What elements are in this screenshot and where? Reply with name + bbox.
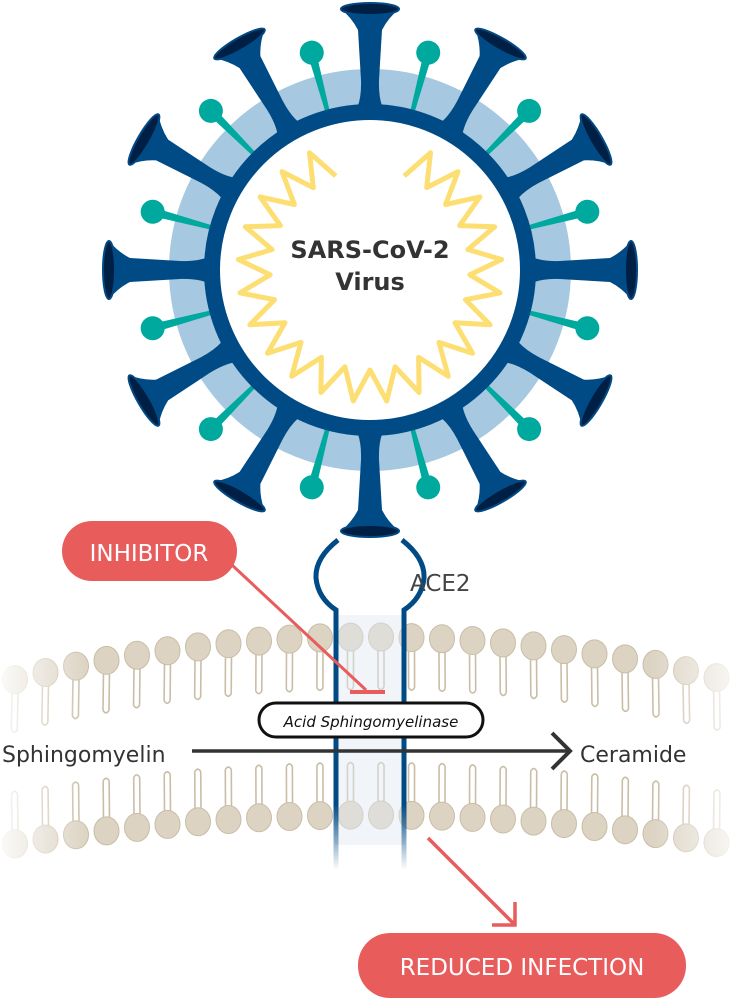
membrane-protein-stalk — [516, 307, 579, 330]
spike-stalk — [340, 420, 400, 532]
membrane-protein — [516, 199, 600, 233]
spike-stalk — [520, 240, 632, 300]
reaction-arrowhead — [550, 731, 573, 771]
membrane-protein-head — [299, 475, 324, 500]
outcome-label: REDUCED INFECTION — [400, 955, 645, 981]
spike-rim — [474, 27, 527, 61]
membrane-protein — [407, 416, 441, 500]
membrane-protein-stalk — [161, 210, 224, 233]
spike-rim — [127, 113, 161, 166]
membrane-protein-head — [416, 40, 441, 65]
membrane-protein-head — [140, 199, 165, 224]
ace2-left-arm — [313, 538, 340, 870]
spike-stalk — [128, 325, 252, 427]
spike-protein — [102, 240, 220, 300]
outcome-pill — [358, 933, 686, 998]
spike-protein — [340, 420, 400, 538]
rna-genome — [235, 150, 505, 404]
spike-rim — [213, 27, 266, 61]
membrane-protein — [198, 98, 264, 164]
membrane-protein-head — [517, 417, 542, 442]
membrane-protein — [198, 376, 264, 442]
spike-stalk — [128, 113, 252, 215]
membrane-protein-head — [140, 316, 165, 341]
spike-rim — [340, 2, 400, 16]
enzyme-label: Acid Sphingomyelinase — [283, 713, 459, 731]
membrane-protein — [140, 199, 224, 233]
ace2-label: ACE2 — [410, 571, 471, 597]
membrane-protein-head — [517, 98, 542, 123]
spike-stalk — [425, 28, 527, 152]
spike-stalk — [108, 240, 220, 300]
inhibitor-pill — [62, 521, 237, 581]
spike-protein — [425, 27, 527, 152]
spike-protein — [127, 113, 252, 215]
membrane-protein-stalk — [310, 61, 333, 124]
spike-rim — [213, 479, 266, 513]
membrane-protein — [140, 307, 224, 341]
spike-stalk — [488, 325, 612, 427]
outcome-arrow-line — [426, 836, 516, 926]
spike-rim — [579, 374, 613, 427]
membrane-protein-stalk — [215, 376, 264, 425]
membrane-protein-head — [575, 199, 600, 224]
spike-protein — [488, 113, 613, 215]
spike-stalk — [340, 8, 400, 120]
spike-protein — [340, 2, 400, 120]
inhibitor-label: INHIBITOR — [90, 541, 209, 567]
spike-protein — [213, 388, 315, 513]
membrane-protein-head — [198, 417, 223, 442]
spike-rim — [340, 524, 400, 538]
spike-protein — [520, 240, 638, 300]
membrane-protein-stalk — [310, 416, 333, 479]
membrane-protein-head — [416, 475, 441, 500]
spike-rim — [127, 374, 161, 427]
membrane-protein — [299, 416, 333, 500]
membrane-protein-stalk — [407, 61, 430, 124]
membrane-protein-head — [575, 316, 600, 341]
spike-protein — [488, 325, 613, 427]
spike-protein — [213, 27, 315, 152]
virus-label-line1: SARS-CoV-2 — [290, 236, 449, 264]
ace2-right-arm — [400, 538, 427, 870]
virus-label-line2: Virus — [335, 268, 405, 296]
spike-protein — [127, 325, 252, 427]
spike-stalk — [213, 388, 315, 512]
spike-rim — [474, 479, 527, 513]
product-label: Ceramide — [580, 743, 686, 768]
membrane-protein-head — [299, 40, 324, 65]
membrane-protein — [407, 40, 441, 124]
spike-stalk — [213, 28, 315, 152]
membrane-protein-stalk — [407, 416, 430, 479]
spike-rim — [102, 240, 116, 300]
membrane-protein — [516, 307, 600, 341]
sars-cov-2-virus — [102, 2, 638, 538]
spike-stalk — [425, 388, 527, 512]
substrate-label: Sphingomyelin — [2, 743, 166, 768]
membrane-protein — [476, 98, 542, 164]
spike-rim — [579, 113, 613, 166]
membrane-protein — [476, 376, 542, 442]
membrane-protein-stalk — [215, 115, 264, 164]
membrane-protein-stalk — [516, 210, 579, 233]
enzyme-pill — [257, 701, 485, 739]
membrane-protein — [299, 40, 333, 124]
membrane-protein-stalk — [161, 307, 224, 330]
spike-stalk — [488, 113, 612, 215]
membrane-protein-stalk — [476, 376, 525, 425]
membrane-fade — [0, 600, 740, 880]
membrane-protein-stalk — [476, 115, 525, 164]
outcome-arrowhead — [492, 902, 517, 927]
spike-protein — [425, 388, 527, 513]
inhibition-line — [230, 563, 368, 692]
spike-rim — [624, 240, 638, 300]
membrane-protein-head — [198, 98, 223, 123]
